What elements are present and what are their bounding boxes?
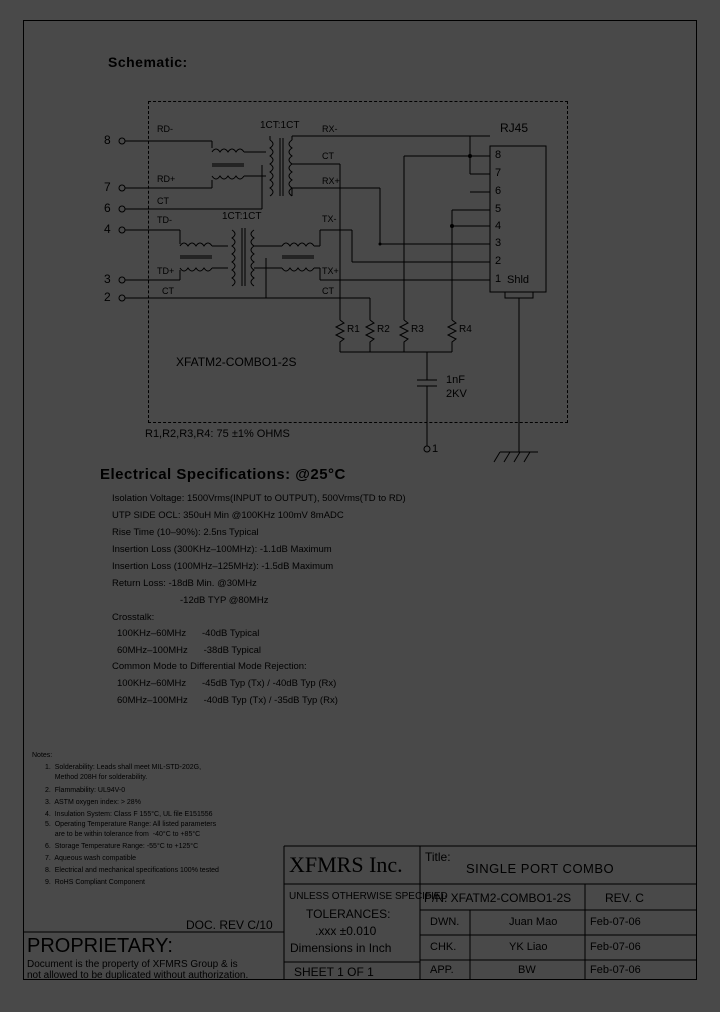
note-item: 7. Aqueous wash compatible xyxy=(45,855,137,862)
approval-label: APP. xyxy=(430,964,454,976)
spec-line: Return Loss: -18dB Min. @30MHz xyxy=(112,578,257,589)
proprietary-text: Document is the property of XFMRS Group … xyxy=(27,959,238,970)
capacitor-value: 1nF xyxy=(446,374,465,386)
signal-label: TD- xyxy=(157,215,172,225)
part-number-label: XFATM2-COMBO1-2S xyxy=(176,355,297,369)
spec-line: Insertion Loss (100MHz–125MHz): -1.5dB M… xyxy=(112,561,334,572)
approval-label: CHK. xyxy=(430,941,457,953)
unless-specified: UNLESS OTHERWISE SPECIFIED xyxy=(289,891,448,902)
approval-date: Feb-07-06 xyxy=(590,916,641,928)
signal-label: TX- xyxy=(322,214,337,224)
company-name: XFMRS Inc. xyxy=(289,852,403,877)
rj45-pin: 5 xyxy=(495,203,502,215)
approval-name: BW xyxy=(518,964,536,976)
rj45-pin: 4 xyxy=(495,220,502,232)
spec-line: 60MHz–100MHz -40dB Typ (Tx) / -35dB Typ … xyxy=(117,695,338,706)
rj45-pin: 2 xyxy=(495,255,502,267)
note-item: 1. Solderability: Leads shall meet MIL-S… xyxy=(45,764,202,771)
doc-revision: DOC. REV C/10 xyxy=(186,918,273,932)
revision: REV. C xyxy=(605,891,644,905)
approval-label: DWN. xyxy=(430,916,460,928)
resistor-label: R4 xyxy=(459,324,472,335)
note-item: 4. Insulation System: Class F 155°C, UL … xyxy=(45,811,213,818)
pin-number: 4 xyxy=(104,222,111,236)
ground-pin-label: 1 xyxy=(432,443,439,455)
resistor-note: R1,R2,R3,R4: 75 ±1% OHMS xyxy=(145,428,290,440)
approval-name: Juan Mao xyxy=(509,916,558,928)
signal-label: TX+ xyxy=(322,266,339,276)
note-item: 6. Storage Temperature Range: -55°C to +… xyxy=(45,843,199,850)
proprietary-heading: PROPRIETARY: xyxy=(27,935,173,957)
note-item: 8. Electrical and mechanical specificati… xyxy=(45,867,219,874)
tolerances-label: TOLERANCES: xyxy=(306,907,391,921)
rj45-pin: 6 xyxy=(495,185,502,197)
spec-line: Rise Time (10–90%): 2.5ns Typical xyxy=(112,527,259,538)
pin-number: 3 xyxy=(104,272,111,286)
part-number: P/N: XFATM2-COMBO1-2S xyxy=(424,891,572,905)
turns-ratio-top: 1CT:1CT xyxy=(260,120,300,131)
title-label: Title: xyxy=(425,850,451,864)
sheet-number: SHEET 1 OF 1 xyxy=(294,965,374,979)
spec-line: Isolation Voltage: 1500Vrms(INPUT to OUT… xyxy=(112,493,406,504)
note-item: 2. Flammability: UL94V-0 xyxy=(45,787,126,794)
resistor-label: R1 xyxy=(347,324,360,335)
drawing-title: SINGLE PORT COMBO xyxy=(466,861,615,876)
note-item: 5. Operating Temperature Range: All list… xyxy=(45,821,217,828)
rj45-pin: 3 xyxy=(495,237,502,249)
proprietary-text: not allowed to be duplicated without aut… xyxy=(27,970,249,981)
approval-name: YK Liao xyxy=(509,941,548,953)
resistor-label: R2 xyxy=(377,324,390,335)
spec-line: Insertion Loss (300KHz–100MHz): -1.1dB M… xyxy=(112,544,332,555)
signal-label: RD+ xyxy=(157,174,176,184)
spec-line: Crosstalk: xyxy=(112,612,155,623)
spec-line: 100KHz–60MHz -45dB Typ (Tx) / -40dB Typ … xyxy=(117,678,337,689)
signal-label: RD- xyxy=(157,124,173,134)
spec-line: Common Mode to Differential Mode Rejecti… xyxy=(112,661,307,672)
signal-label: CT xyxy=(157,196,169,206)
note-item: 9. RoHS Compliant Component xyxy=(45,879,145,886)
schematic-diagram xyxy=(118,135,547,463)
rj45-pin: 7 xyxy=(495,167,502,179)
spec-line: -12dB TYP @80MHz xyxy=(180,595,269,606)
notes-title: Notes: xyxy=(32,752,53,759)
spec-line: 60MHz–100MHz -38dB Typical xyxy=(117,645,261,656)
schematic-dashed-boundary xyxy=(148,101,568,423)
resistor-label: R3 xyxy=(411,324,424,335)
signal-label: CT xyxy=(322,151,334,161)
rj45-pin: 8 xyxy=(495,149,502,161)
capacitor-voltage: 2KV xyxy=(446,388,467,400)
tolerance-value: .xxx ±0.010 xyxy=(315,924,377,938)
schematic-title: Schematic: xyxy=(108,54,188,70)
note-item: 3. ASTM oxygen index: > 28% xyxy=(45,799,141,806)
rj45-pin: 1 xyxy=(495,273,502,285)
signal-label: TD+ xyxy=(157,266,175,276)
approval-date: Feb-07-06 xyxy=(590,964,641,976)
approval-date: Feb-07-06 xyxy=(590,941,641,953)
pin-number: 8 xyxy=(104,133,111,147)
note-item: are to be within tolerance from -40°C to… xyxy=(45,831,201,838)
spec-line: 100KHz–60MHz -40dB Typical xyxy=(117,628,260,639)
pin-number: 7 xyxy=(104,180,111,194)
electrical-title: Electrical Specifications: @25°C xyxy=(100,466,346,483)
turns-ratio-bottom: 1CT:1CT xyxy=(222,211,262,222)
dimensions-unit: Dimensions in Inch xyxy=(290,941,392,955)
signal-label: CT xyxy=(162,286,174,296)
signal-label: RX- xyxy=(322,124,338,134)
note-item: Method 208H for solderability. xyxy=(45,774,148,781)
shield-label: Shld xyxy=(507,274,530,286)
rj45-label: RJ45 xyxy=(500,121,529,135)
signal-label: RX+ xyxy=(322,176,340,186)
spec-line: UTP SIDE OCL: 350uH Min @100KHz 100mV 8m… xyxy=(112,510,344,521)
signal-label: CT xyxy=(322,286,334,296)
pin-number: 6 xyxy=(104,201,111,215)
pin-number: 2 xyxy=(104,290,111,304)
sheet-border xyxy=(23,20,697,980)
